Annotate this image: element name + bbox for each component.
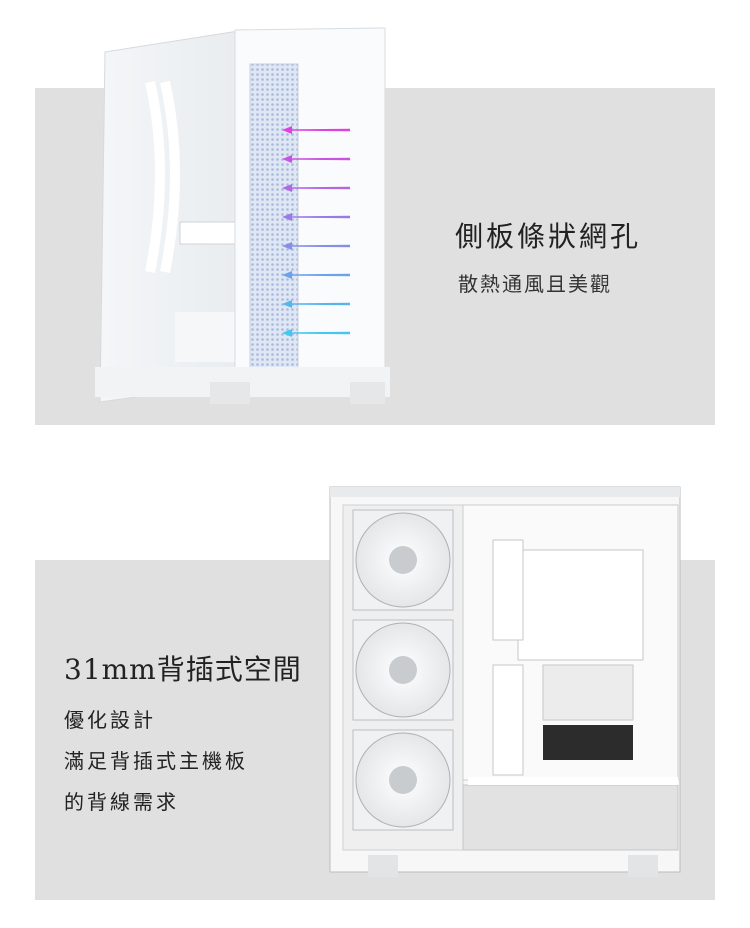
fan-top bbox=[352, 509, 454, 611]
fan-middle bbox=[352, 619, 454, 721]
airflow-arrow-head bbox=[282, 213, 292, 221]
description-line: 優化設計 bbox=[64, 708, 156, 732]
airflow-arrow-head bbox=[282, 300, 292, 308]
airflow-arrow-shaft bbox=[285, 273, 350, 277]
case-interior-image bbox=[329, 486, 681, 877]
airflow-arrow-shaft bbox=[285, 128, 350, 132]
airflow-arrow-head bbox=[282, 184, 292, 192]
description-line: 的背線需求 bbox=[64, 790, 179, 814]
rear-space-heading: 31mm背插式空間 bbox=[64, 653, 302, 686]
airflow-arrow-shaft bbox=[285, 302, 350, 306]
airflow-arrow-shaft bbox=[285, 215, 350, 219]
case-mesh-panel-image bbox=[95, 27, 390, 404]
rear-space-description: 優化設計 滿足背插式主機板 的背線需求 bbox=[64, 700, 248, 823]
airflow-arrow-head bbox=[282, 242, 292, 250]
mesh-panel-subheading: 散熱通風且美觀 bbox=[458, 272, 612, 296]
description-line: 滿足背插式主機板 bbox=[64, 749, 248, 773]
airflow-arrow-shaft bbox=[285, 186, 350, 190]
airflow-arrow-shaft bbox=[285, 331, 350, 335]
airflow-arrow-head bbox=[282, 155, 292, 163]
fan-bottom bbox=[352, 729, 454, 831]
airflow-arrow-head bbox=[282, 329, 292, 337]
mesh-panel-heading: 側板條狀網孔 bbox=[455, 220, 642, 253]
airflow-arrow-head bbox=[282, 271, 292, 279]
airflow-arrow-shaft bbox=[285, 244, 350, 248]
airflow-arrow-shaft bbox=[285, 157, 350, 161]
airflow-arrow-head bbox=[282, 126, 292, 134]
